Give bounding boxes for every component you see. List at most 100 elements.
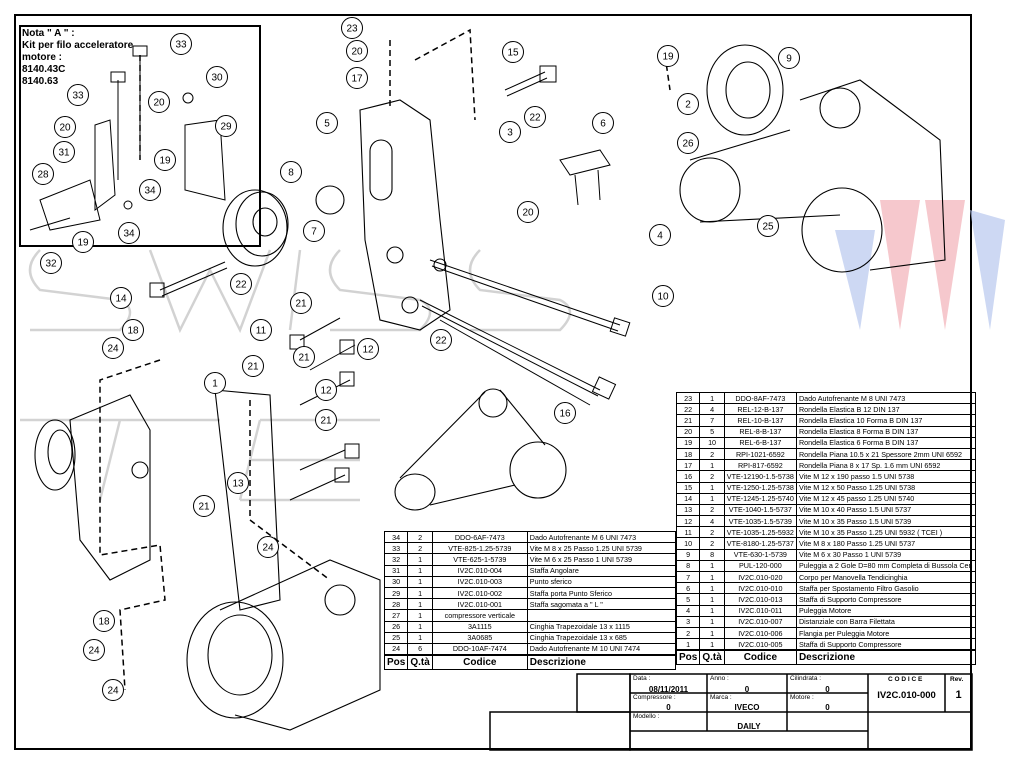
callout-circle [83,639,105,661]
callout-circle [206,66,228,88]
callout-bubble: 17 [346,67,368,89]
parts-list-cell: Cinghia Trapezoidale 13 x 685 [526,631,677,644]
callout-bubble: 22 [430,329,452,351]
callout-bubble: 31 [53,141,75,163]
callout-circle [242,355,264,377]
callout-circle [102,337,124,359]
compressor-label: Compressore : [633,694,676,701]
callout-circle [230,273,252,295]
callout-number: 8 [288,168,294,179]
model-value: DAILY [737,722,761,731]
callout-number: 13 [232,479,244,490]
callout-number: 18 [98,617,110,628]
callout-bubble: 20 [517,201,539,223]
callout-circle [592,112,614,134]
parts-list-header-cell: Q.tà [699,649,725,666]
callout-bubble: 2 [677,93,699,115]
callout-bubble: 25 [757,215,779,237]
callout-circle [293,346,315,368]
callout-number: 22 [235,280,247,291]
callout-number: 24 [88,646,100,657]
callout-bubble: 21 [315,409,337,431]
callout-bubble: 11 [250,319,272,341]
callout-circle [290,292,312,314]
parts-list-cell: 1 [699,626,725,640]
date-value: 08/11/2011 [648,685,689,694]
bracket-5 [359,99,451,331]
year-label: Anno : [710,675,729,682]
callout-number: 19 [662,52,674,63]
callout-number: 2 [685,100,691,111]
bracket-6 [559,149,611,206]
parts-list-header-cell: Codice [723,649,797,666]
callout-bubble: 20 [148,91,170,113]
date-label: Data : [633,675,651,682]
model-label: Modello : [633,713,660,720]
callout-bubble: 22 [524,106,546,128]
callout-number: 15 [507,48,519,59]
left-compressor-assembly [34,389,281,611]
note-line: Kit per filo acceleratore [22,40,134,51]
callout-number: 28 [37,170,49,181]
callout-bubble: 21 [290,292,312,314]
callout-bubble: 26 [677,132,699,154]
callout-circle [303,220,325,242]
callout-number: 3 [507,128,513,139]
callout-circle [204,372,226,394]
callout-number: 21 [247,362,259,373]
callout-circle [110,287,132,309]
callout-number: 12 [362,345,374,356]
parts-list-header-cell: Descrizione [795,649,976,666]
parts-list-cell: IV2C.010-006 [723,626,797,640]
engine-label: Motore : [790,694,814,701]
callout-circle [657,45,679,67]
callout-number: 29 [220,122,232,133]
note-line: 8140.63 [22,76,59,87]
callout-bubble: 19 [154,149,176,171]
callout-bubble: 8 [280,161,302,183]
callout-number: 14 [115,294,127,305]
callout-number: 23 [346,24,358,35]
callout-number: 34 [144,186,156,197]
callout-bubble: 29 [215,115,237,137]
callout-circle [502,41,524,63]
engine-value: 0 [825,703,830,712]
callout-bubble: 34 [118,222,140,244]
callout-number: 11 [256,326,267,337]
callout-circle [315,409,337,431]
note-line: motore : [22,52,62,63]
note-a: Nota " A " : Kit per filo acceleratore m… [22,28,133,88]
note-a-box [19,25,261,247]
callout-number: 17 [351,74,363,85]
parts-list-header-cell: Descrizione [526,654,677,671]
callout-bubble: 7 [303,220,325,242]
callout-bubble: 15 [502,41,524,63]
callout-bubble: 12 [357,338,379,360]
callout-number: 19 [77,238,89,249]
year-value: 0 [744,685,750,694]
callout-number: 9 [786,54,792,65]
callout-circle [315,379,337,401]
callout-circle [499,121,521,143]
callout-circle [257,536,279,558]
callout-number: 24 [262,543,274,554]
parts-list-cell: 10 [699,436,725,449]
parts-list-cell: 2 [675,626,701,640]
callout-bubble: 20 [346,40,368,62]
callout-bubble: 10 [652,285,674,307]
callout-bubble: 30 [206,66,228,88]
callout-number: 20 [59,123,71,134]
callout-circle [54,116,76,138]
callout-circle [67,84,89,106]
callout-circle [93,610,115,632]
